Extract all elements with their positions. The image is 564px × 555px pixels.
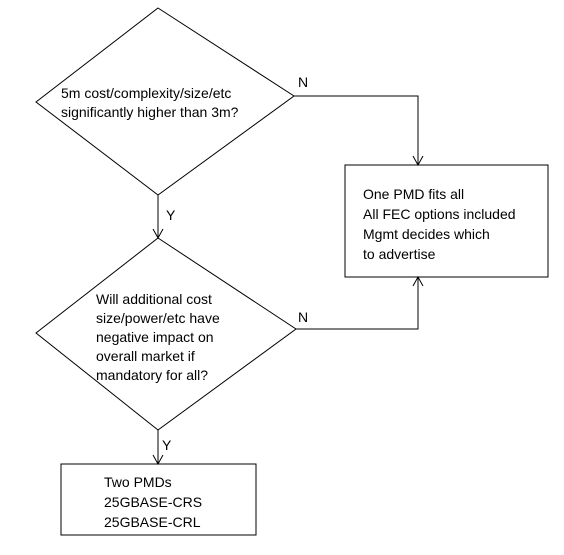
decision-1-text: 5m cost/complexity/size/etc significantl… <box>61 84 238 122</box>
decision-2-text: Will additional cost size/power/etc have… <box>96 290 220 385</box>
connector-d2-no <box>296 275 424 330</box>
outcome-single-line: Mgmt decides which <box>363 226 490 242</box>
outcome-single-pmd-text: One PMD fits all All FEC options include… <box>363 184 516 264</box>
outcome-single-pmd-box <box>344 164 549 278</box>
outcome-two-line: 25GBASE-CRL <box>104 514 201 530</box>
branch-label-d1-yes: Y <box>166 207 176 223</box>
outcome-single-line: All FEC options included <box>363 206 516 222</box>
decision-2-line: size/power/etc have <box>96 310 220 326</box>
branch-label-d2-yes: Y <box>162 437 172 453</box>
decision-2-line: mandatory for all? <box>96 367 209 383</box>
decision-1-line: significantly higher than 3m? <box>61 104 239 120</box>
branch-label-d1-no: N <box>298 74 309 90</box>
outcome-two-pmds-text: Two PMDs 25GBASE-CRS 25GBASE-CRL <box>104 472 202 532</box>
outcome-two-line: Two PMDs <box>104 474 172 490</box>
decision-1-line: 5m cost/complexity/size/etc <box>61 85 232 101</box>
decision-2-line: Will additional cost <box>96 291 212 307</box>
decision-2-line: overall market if <box>96 348 195 364</box>
outcome-single-line: to advertise <box>363 246 436 262</box>
outcome-single-line: One PMD fits all <box>363 186 465 202</box>
branch-label-d2-no: N <box>298 309 309 325</box>
connector-d1-no <box>294 95 424 167</box>
outcome-two-line: 25GBASE-CRS <box>104 494 203 510</box>
decision-2-line: negative impact on <box>96 329 214 345</box>
